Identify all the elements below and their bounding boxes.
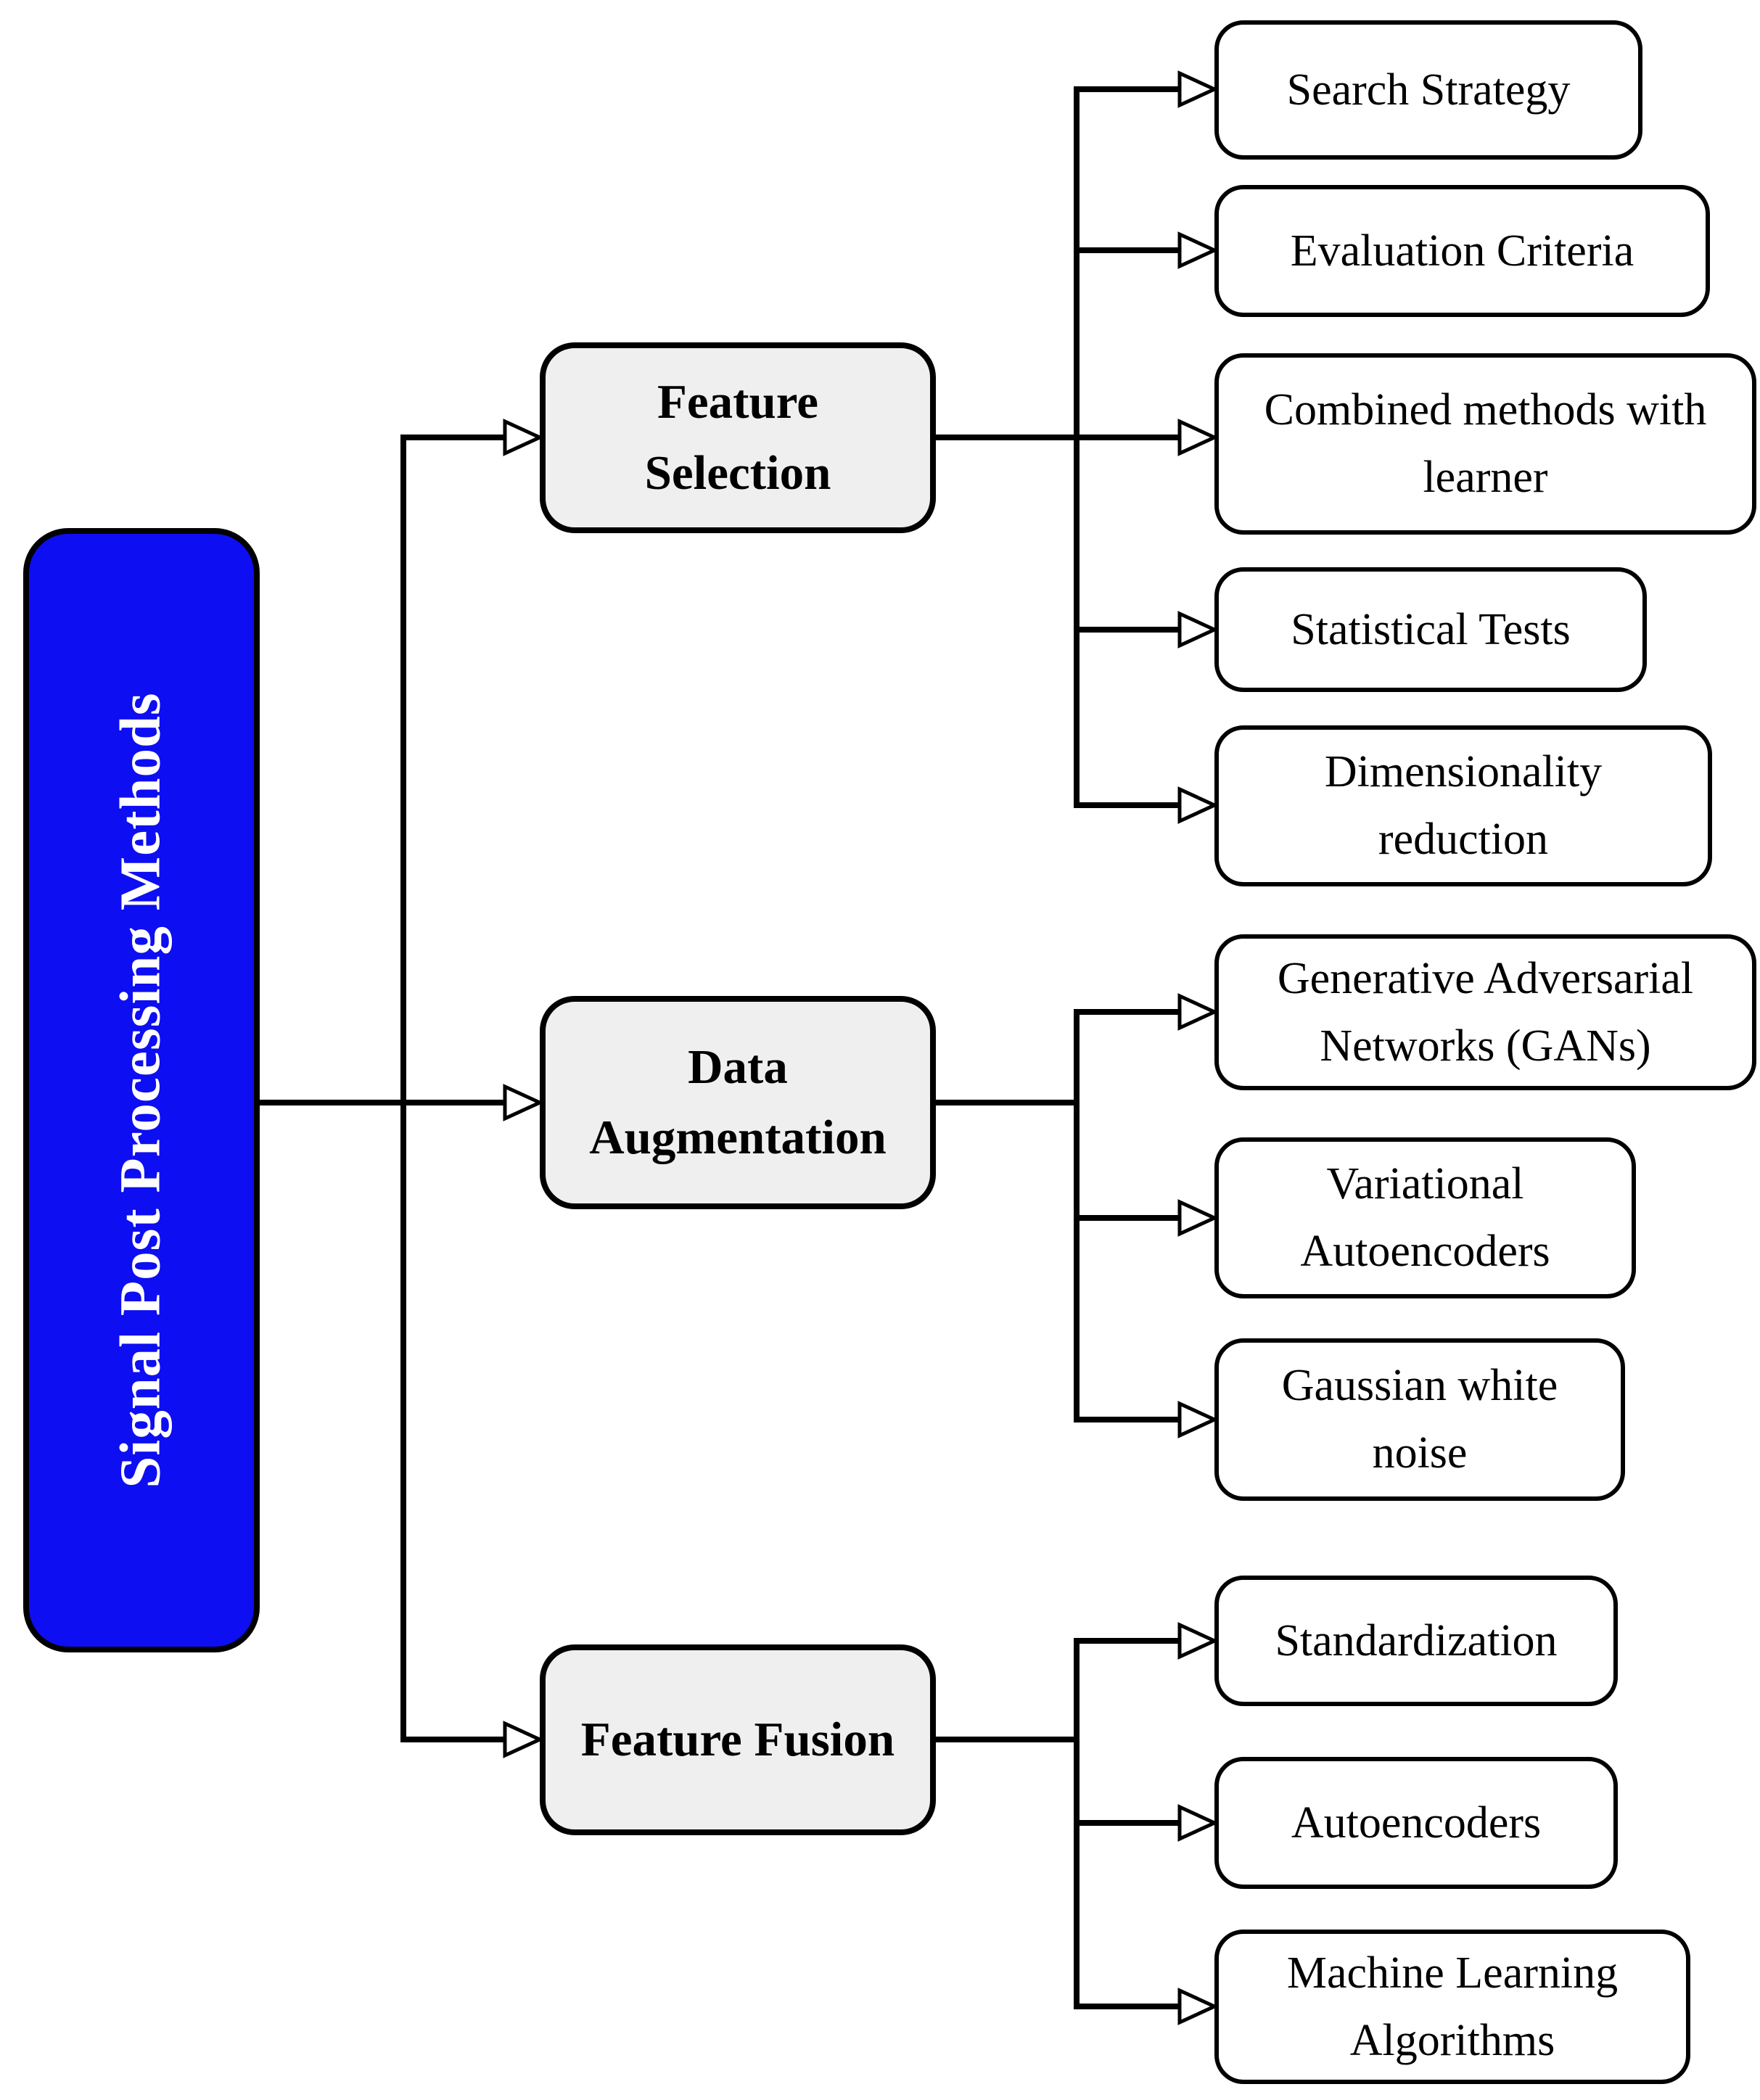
arrowhead-icon (1177, 70, 1220, 108)
leaf-node-generative-adversarial-networks: Generative Adversarial Networks (GANs) (1214, 934, 1756, 1090)
root-node-signal-post-processing-methods: Signal Post Processing Methods (23, 528, 260, 1652)
leaf-node-label: Search Strategy (1286, 65, 1571, 115)
group-node-label: Data Augmentation (589, 1039, 887, 1164)
group-node-feature-selection: Feature Selection (540, 342, 936, 533)
leaf-node-label: Combined methods with learner (1264, 385, 1707, 502)
leaf-node-evaluation-criteria: Evaluation Criteria (1214, 185, 1710, 317)
leaf-node-label: Dimensionality reduction (1324, 747, 1603, 864)
arrowhead-icon (1177, 786, 1220, 824)
leaf-node-label: Standardization (1275, 1615, 1558, 1665)
leaf-node-label: Variational Autoencoders (1300, 1159, 1550, 1276)
group-node-label: Feature Fusion (580, 1712, 895, 1766)
leaf-node-combined-methods-with-learner: Combined methods with learner (1214, 353, 1756, 535)
root-node-label: Signal Post Processing Methods (110, 692, 173, 1488)
leaf-node-gaussian-white-noise: Gaussian white noise (1214, 1338, 1625, 1501)
leaf-node-label: Statistical Tests (1291, 604, 1571, 654)
arrowhead-icon (503, 1084, 545, 1121)
arrowhead-icon (1177, 1988, 1220, 2025)
leaf-node-label: Gaussian white noise (1281, 1361, 1558, 1478)
leaf-node-label: Generative Adversarial Networks (GANs) (1277, 953, 1694, 1071)
leaf-node-dimensionality-reduction: Dimensionality reduction (1214, 725, 1712, 886)
leaf-node-label: Evaluation Criteria (1290, 226, 1634, 276)
arrowhead-icon (1177, 993, 1220, 1031)
leaf-node-standardization: Standardization (1214, 1576, 1618, 1706)
arrowhead-icon (1177, 611, 1220, 648)
group-node-label: Feature Selection (644, 375, 831, 500)
arrowhead-icon (1177, 1199, 1220, 1237)
arrowhead-icon (1177, 1622, 1220, 1660)
leaf-node-variational-autoencoders: Variational Autoencoders (1214, 1137, 1636, 1298)
arrowhead-icon (1177, 231, 1220, 269)
leaf-node-label: Autoencoders (1291, 1798, 1542, 1848)
arrowhead-icon (1177, 419, 1220, 456)
leaf-node-search-strategy: Search Strategy (1214, 20, 1642, 160)
leaf-node-statistical-tests: Statistical Tests (1214, 567, 1647, 692)
wire-level1-trunk (400, 435, 514, 1742)
arrowhead-icon (503, 1721, 545, 1758)
group-node-feature-fusion: Feature Fusion (540, 1644, 936, 1835)
arrowhead-icon (503, 419, 545, 456)
arrowhead-icon (1177, 1804, 1220, 1842)
leaf-node-autoencoders: Autoencoders (1214, 1757, 1618, 1889)
leaf-node-label: Machine Learning Algorithms (1286, 1948, 1619, 2065)
leaf-node-machine-learning-algorithms: Machine Learning Algorithms (1214, 1930, 1690, 2084)
group-node-data-augmentation: Data Augmentation (540, 996, 936, 1209)
arrowhead-icon (1177, 1401, 1220, 1438)
